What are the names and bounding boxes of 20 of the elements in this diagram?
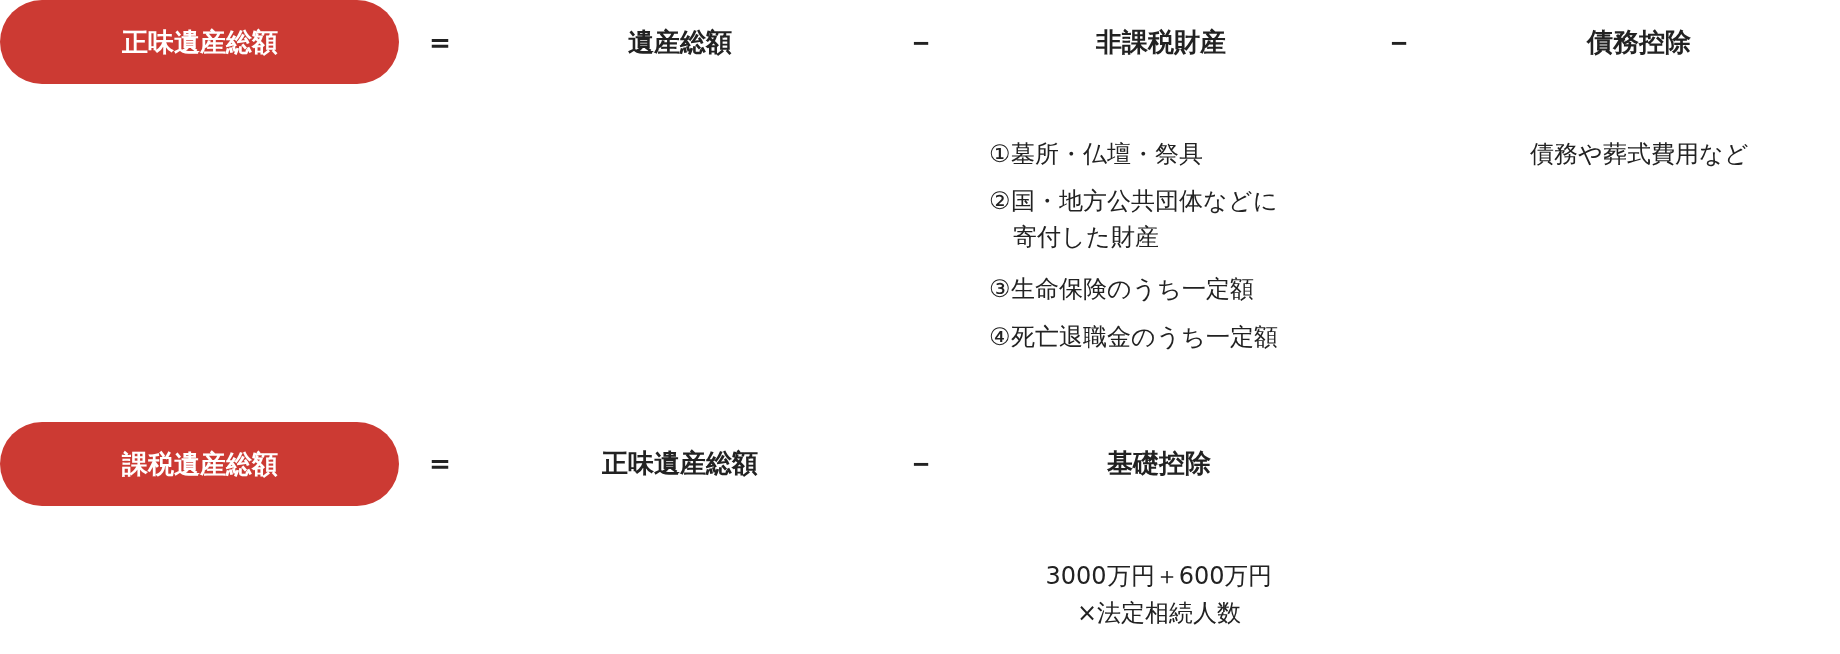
formula-text: 3000万円＋600万円×法定相続人数 [1044,561,1274,630]
description-text: 債務や葬式費用など [1528,139,1750,170]
list-item: ②国・地方公共団体などに寄付した財産 [989,186,1279,253]
minus-sign: － [1383,22,1415,61]
minus-sign: － [905,443,937,482]
term-heading: 基礎控除 [1106,446,1212,480]
minus-sign: － [905,22,937,61]
term-heading: 債務控除 [1585,25,1692,59]
list-item: ④死亡退職金のうち一定額 [989,322,1279,353]
list-item: ①墓所・仏壇・祭具 [989,139,1204,170]
term-heading: 非課税財産 [1095,25,1227,59]
list-item: ③生命保険のうち一定額 [989,274,1255,305]
term-heading: 遺産総額 [627,25,733,59]
equals-sign: ＝ [424,443,456,482]
pill-box [0,0,399,84]
term-label: 課税遺産総額 [121,447,278,481]
term-heading: 正味遺産総額 [601,446,759,480]
pill-box [0,422,399,506]
equals-sign: ＝ [424,22,456,61]
term-label: 正味遺産総額 [121,25,278,59]
